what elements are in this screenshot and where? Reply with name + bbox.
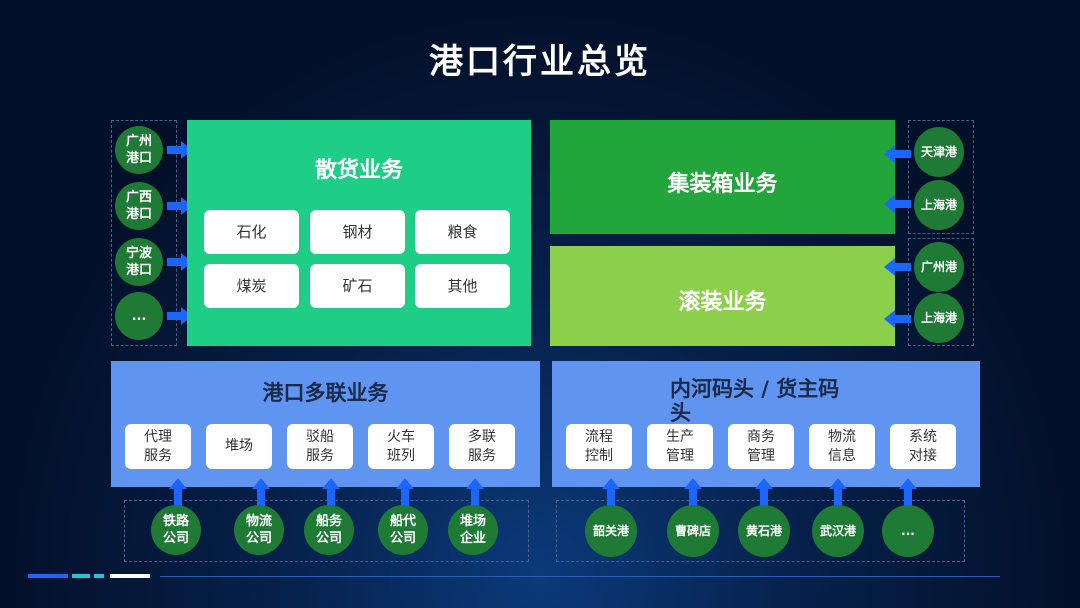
arrow-right-icon	[181, 253, 192, 271]
bulk-item: 粮食	[415, 210, 510, 254]
river-port: 曹碑店	[667, 505, 719, 557]
multimodal-item: 驳船 服务	[287, 424, 353, 469]
arrow-up-icon	[755, 478, 773, 489]
arrow-left-icon	[884, 310, 895, 328]
roro-panel	[550, 246, 895, 346]
arrow-up-icon	[322, 478, 340, 489]
bulk-port-2: 广西 港口	[115, 182, 163, 230]
river-item: 生产 管理	[647, 424, 713, 469]
river-port: ...	[882, 505, 934, 557]
multimodal-partner: 船务 公司	[304, 505, 354, 555]
multimodal-partner: 铁路 公司	[151, 505, 201, 555]
roro-title: 滚装业务	[678, 290, 767, 315]
arrow-shaft	[167, 258, 181, 266]
bulk-item: 其他	[415, 264, 510, 308]
bulk-title: 散货业务	[314, 158, 403, 183]
bulk-port-4: ...	[115, 292, 163, 340]
arrow-up-icon	[169, 478, 187, 489]
multimodal-partners-group	[124, 500, 529, 562]
arrow-shaft	[167, 312, 181, 320]
arrow-shaft	[904, 489, 912, 507]
footer-accent-bar	[110, 574, 150, 578]
arrow-up-icon	[252, 478, 270, 489]
multimodal-title: 港口多联业务	[262, 381, 389, 405]
multimodal-item: 堆场	[206, 424, 272, 469]
roro-port-1: 广州港	[914, 242, 964, 292]
bulk-port-3: 宁波 港口	[115, 238, 163, 286]
arrow-shaft	[167, 146, 181, 154]
river-item: 物流 信息	[809, 424, 875, 469]
arrow-left-icon	[884, 258, 895, 276]
arrow-up-icon	[829, 478, 847, 489]
arrow-shaft	[895, 263, 911, 271]
arrow-shaft	[607, 489, 615, 507]
arrow-shaft	[401, 489, 409, 507]
arrow-up-icon	[602, 478, 620, 489]
arrow-shaft	[895, 315, 911, 323]
arrow-shaft	[167, 202, 181, 210]
multimodal-item: 多联 服务	[449, 424, 515, 469]
arrow-shaft	[689, 489, 697, 507]
river-title: 内河码头 / 货主码头	[670, 377, 840, 425]
river-port: 黄石港	[738, 505, 790, 557]
arrow-shaft	[760, 489, 768, 507]
page-title: 港口行业总览	[429, 42, 651, 82]
roro-port-2: 上海港	[914, 293, 964, 343]
arrow-shaft	[327, 489, 335, 507]
river-item: 流程 控制	[566, 424, 632, 469]
river-item: 商务 管理	[728, 424, 794, 469]
footer-accent-bar	[72, 574, 90, 578]
footer-line	[160, 576, 1000, 577]
multimodal-item: 火车 班列	[368, 424, 434, 469]
bulk-port-1: 广州 港口	[115, 126, 163, 174]
river-item: 系统 对接	[890, 424, 956, 469]
container-port-1: 天津港	[914, 127, 964, 177]
container-port-2: 上海港	[914, 180, 964, 230]
bulk-item: 煤炭	[204, 264, 299, 308]
arrow-right-icon	[181, 197, 192, 215]
river-port: 武汉港	[812, 505, 864, 557]
arrow-right-icon	[181, 141, 192, 159]
arrow-left-icon	[884, 145, 895, 163]
bulk-item: 钢材	[310, 210, 405, 254]
arrow-up-icon	[396, 478, 414, 489]
footer-accent-bar	[94, 574, 104, 578]
arrow-shaft	[834, 489, 842, 507]
arrow-up-icon	[899, 478, 917, 489]
multimodal-partner: 物流 公司	[234, 505, 284, 555]
multimodal-partner: 船代 公司	[378, 505, 428, 555]
arrow-up-icon	[466, 478, 484, 489]
container-title: 集装箱业务	[667, 172, 778, 197]
arrow-shaft	[471, 489, 479, 507]
multimodal-item: 代理 服务	[125, 424, 191, 469]
bulk-item: 石化	[204, 210, 299, 254]
arrow-right-icon	[181, 307, 192, 325]
roro-ports-group	[908, 238, 974, 346]
container-panel	[550, 120, 895, 234]
arrow-shaft	[257, 489, 265, 507]
multimodal-partner: 堆场 企业	[448, 505, 498, 555]
arrow-left-icon	[884, 195, 895, 213]
river-port: 韶关港	[585, 505, 637, 557]
arrow-shaft	[895, 200, 911, 208]
arrow-shaft	[895, 150, 911, 158]
bulk-item: 矿石	[310, 264, 405, 308]
arrow-shaft	[174, 489, 182, 507]
footer-accent-bar	[28, 574, 68, 578]
bulk-ports-group	[111, 120, 177, 346]
container-ports-group	[908, 120, 974, 234]
arrow-up-icon	[684, 478, 702, 489]
